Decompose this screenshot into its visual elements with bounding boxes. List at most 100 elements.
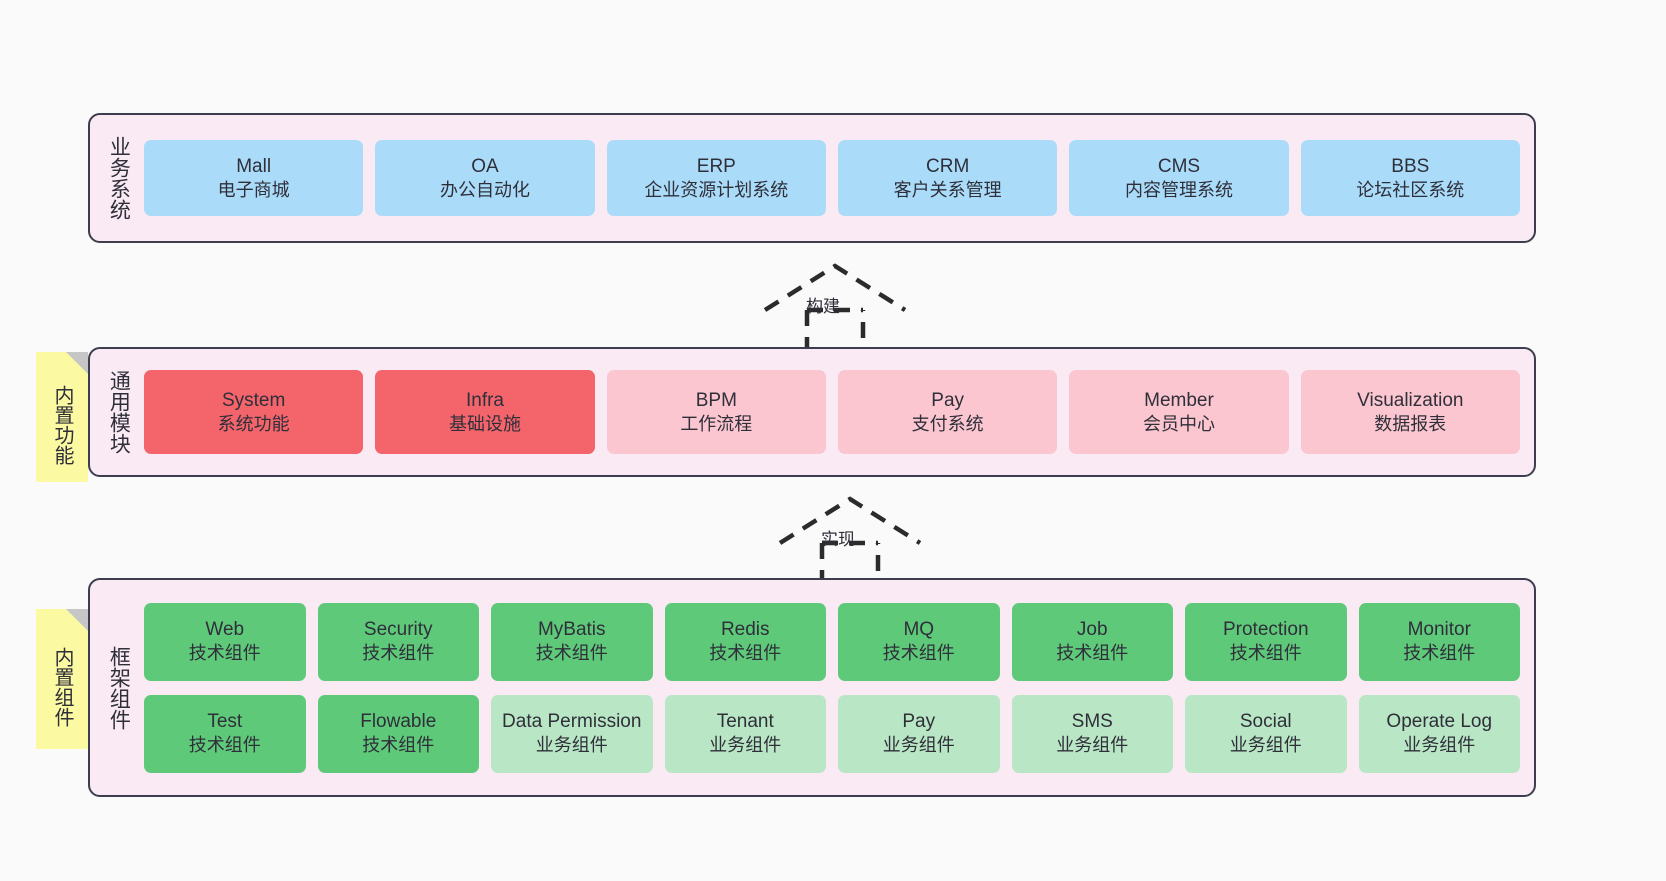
component-name: Operate Log bbox=[1386, 711, 1493, 733]
component-desc: 技术组件 bbox=[535, 643, 608, 664]
module-name: BPM bbox=[695, 389, 737, 411]
layer-business-system: 业务系统 Mall 电子商城 OA 办公自动化 ERP 企业资源计划系统 CRM bbox=[88, 113, 1536, 243]
module-name: System bbox=[221, 389, 286, 411]
component-desc: 业务组件 bbox=[882, 735, 955, 756]
component-desc: 业务组件 bbox=[1056, 735, 1129, 756]
layer-framework-components-body: Web 技术组件 Security 技术组件 MyBatis 技术组件 Redi… bbox=[140, 580, 1534, 795]
module-box-crm[interactable]: CRM 客户关系管理 bbox=[837, 140, 1058, 216]
component-name: Protection bbox=[1222, 619, 1309, 641]
component-name: MyBatis bbox=[537, 619, 606, 641]
module-box-system[interactable]: System 系统功能 bbox=[144, 370, 364, 454]
framework-business-row: Test 技术组件 Flowable 技术组件 Data Permission … bbox=[144, 694, 1520, 773]
module-desc: 会员中心 bbox=[1142, 413, 1215, 434]
module-name: OA bbox=[471, 155, 499, 177]
component-box-operate-log[interactable]: Operate Log 业务组件 bbox=[1358, 694, 1520, 773]
module-desc: 企业资源计划系统 bbox=[644, 179, 789, 200]
business-system-box-row: Mall 电子商城 OA 办公自动化 ERP 企业资源计划系统 CRM 客户关系… bbox=[144, 140, 1520, 216]
sticky-note-builtin-features: 内置功能 bbox=[36, 352, 88, 482]
component-box-web[interactable]: Web 技术组件 bbox=[144, 602, 306, 681]
layer-business-system-caption: 业务系统 bbox=[107, 136, 131, 220]
component-desc: 技术组件 bbox=[362, 735, 435, 756]
component-desc: 业务组件 bbox=[1403, 735, 1476, 756]
module-name: Visualization bbox=[1357, 389, 1464, 411]
module-desc: 系统功能 bbox=[217, 413, 290, 434]
module-box-mall[interactable]: Mall 电子商城 bbox=[144, 140, 364, 216]
layer-common-modules-caption: 通用模块 bbox=[107, 370, 131, 454]
layer-framework-components-caption: 框架组件 bbox=[107, 645, 131, 730]
common-modules-box-row: System 系统功能 Infra 基础设施 BPM 工作流程 Pay 支付系统… bbox=[144, 370, 1520, 454]
module-desc: 工作流程 bbox=[680, 413, 753, 434]
component-box-test[interactable]: Test 技术组件 bbox=[144, 694, 306, 773]
module-desc: 论坛社区系统 bbox=[1356, 179, 1465, 200]
component-box-sms[interactable]: SMS 业务组件 bbox=[1011, 694, 1173, 773]
module-desc: 数据报表 bbox=[1374, 413, 1447, 434]
component-desc: 技术组件 bbox=[362, 643, 435, 664]
framework-tech-row: Web 技术组件 Security 技术组件 MyBatis 技术组件 Redi… bbox=[144, 602, 1520, 681]
component-desc: 技术组件 bbox=[709, 643, 782, 664]
component-name: SMS bbox=[1071, 711, 1113, 733]
layer-common-modules: 通用模块 System 系统功能 Infra 基础设施 BPM 工作流程 Pay bbox=[88, 347, 1536, 477]
layer-business-system-body: Mall 电子商城 OA 办公自动化 ERP 企业资源计划系统 CRM 客户关系… bbox=[140, 115, 1534, 241]
component-box-protection[interactable]: Protection 技术组件 bbox=[1185, 602, 1347, 681]
module-box-member[interactable]: Member 会员中心 bbox=[1069, 370, 1289, 454]
component-box-tenant[interactable]: Tenant 业务组件 bbox=[664, 694, 826, 773]
module-box-oa[interactable]: OA 办公自动化 bbox=[375, 140, 595, 216]
module-box-infra[interactable]: Infra 基础设施 bbox=[375, 370, 595, 454]
module-name: Mall bbox=[236, 155, 272, 177]
component-box-redis[interactable]: Redis 技术组件 bbox=[664, 602, 826, 681]
module-box-pay[interactable]: Pay 支付系统 bbox=[837, 370, 1058, 454]
component-box-monitor[interactable]: Monitor 技术组件 bbox=[1358, 602, 1520, 681]
module-box-bbs[interactable]: BBS 论坛社区系统 bbox=[1300, 140, 1520, 216]
component-desc: 业务组件 bbox=[535, 735, 608, 756]
connector-implement-label: 实现 bbox=[821, 530, 855, 549]
component-desc: 技术组件 bbox=[188, 643, 261, 664]
layer-framework-components: 框架组件 Web 技术组件 Security 技术组件 MyBatis 技术组件 bbox=[88, 578, 1536, 797]
module-box-cms[interactable]: CMS 内容管理系统 bbox=[1069, 140, 1289, 216]
component-desc: 技术组件 bbox=[882, 643, 955, 664]
component-box-flowable[interactable]: Flowable 技术组件 bbox=[317, 694, 479, 773]
component-desc: 技术组件 bbox=[188, 735, 261, 756]
component-name: Pay bbox=[902, 711, 936, 733]
module-desc: 办公自动化 bbox=[439, 179, 530, 200]
module-desc: 电子商城 bbox=[217, 179, 290, 200]
note-fold-corner-icon bbox=[66, 352, 88, 374]
component-desc: 技术组件 bbox=[1056, 643, 1129, 664]
component-box-pay[interactable]: Pay 业务组件 bbox=[838, 694, 1000, 773]
module-name: Member bbox=[1144, 389, 1214, 411]
component-name: Data Permission bbox=[502, 711, 642, 733]
component-desc: 业务组件 bbox=[709, 735, 782, 756]
component-name: MQ bbox=[903, 619, 935, 641]
component-desc: 技术组件 bbox=[1403, 643, 1476, 664]
framework-components-grid: Web 技术组件 Security 技术组件 MyBatis 技术组件 Redi… bbox=[144, 602, 1520, 773]
component-desc: 技术组件 bbox=[1229, 643, 1302, 664]
component-box-mq[interactable]: MQ 技术组件 bbox=[838, 602, 1000, 681]
component-box-security[interactable]: Security 技术组件 bbox=[317, 602, 479, 681]
component-box-social[interactable]: Social 业务组件 bbox=[1185, 694, 1347, 773]
component-name: Test bbox=[207, 711, 243, 733]
component-box-mybatis[interactable]: MyBatis 技术组件 bbox=[491, 602, 653, 681]
module-name: Infra bbox=[465, 389, 504, 411]
module-name: ERP bbox=[696, 155, 736, 177]
component-box-data-permission[interactable]: Data Permission 业务组件 bbox=[491, 694, 653, 773]
component-name: Flowable bbox=[360, 711, 437, 733]
module-box-visualization[interactable]: Visualization 数据报表 bbox=[1300, 370, 1520, 454]
module-desc: 内容管理系统 bbox=[1124, 179, 1233, 200]
note-fold-corner-icon bbox=[66, 609, 88, 631]
layer-common-modules-body: System 系统功能 Infra 基础设施 BPM 工作流程 Pay 支付系统… bbox=[140, 349, 1534, 475]
component-name: Social bbox=[1239, 711, 1292, 733]
module-name: CMS bbox=[1157, 155, 1201, 177]
sticky-note-builtin-components: 内置组件 bbox=[36, 609, 88, 749]
module-box-erp[interactable]: ERP 企业资源计划系统 bbox=[606, 140, 826, 216]
module-box-bpm[interactable]: BPM 工作流程 bbox=[606, 370, 826, 454]
module-name: BBS bbox=[1391, 155, 1430, 177]
module-desc: 基础设施 bbox=[448, 413, 521, 434]
module-desc: 客户关系管理 bbox=[893, 179, 1002, 200]
component-name: Job bbox=[1076, 619, 1108, 641]
component-name: Tenant bbox=[716, 711, 774, 733]
component-name: Web bbox=[205, 619, 245, 641]
module-name: CRM bbox=[926, 155, 970, 177]
component-box-job[interactable]: Job 技术组件 bbox=[1011, 602, 1173, 681]
connector-build-label: 构建 bbox=[806, 297, 840, 316]
component-name: Monitor bbox=[1407, 619, 1471, 641]
